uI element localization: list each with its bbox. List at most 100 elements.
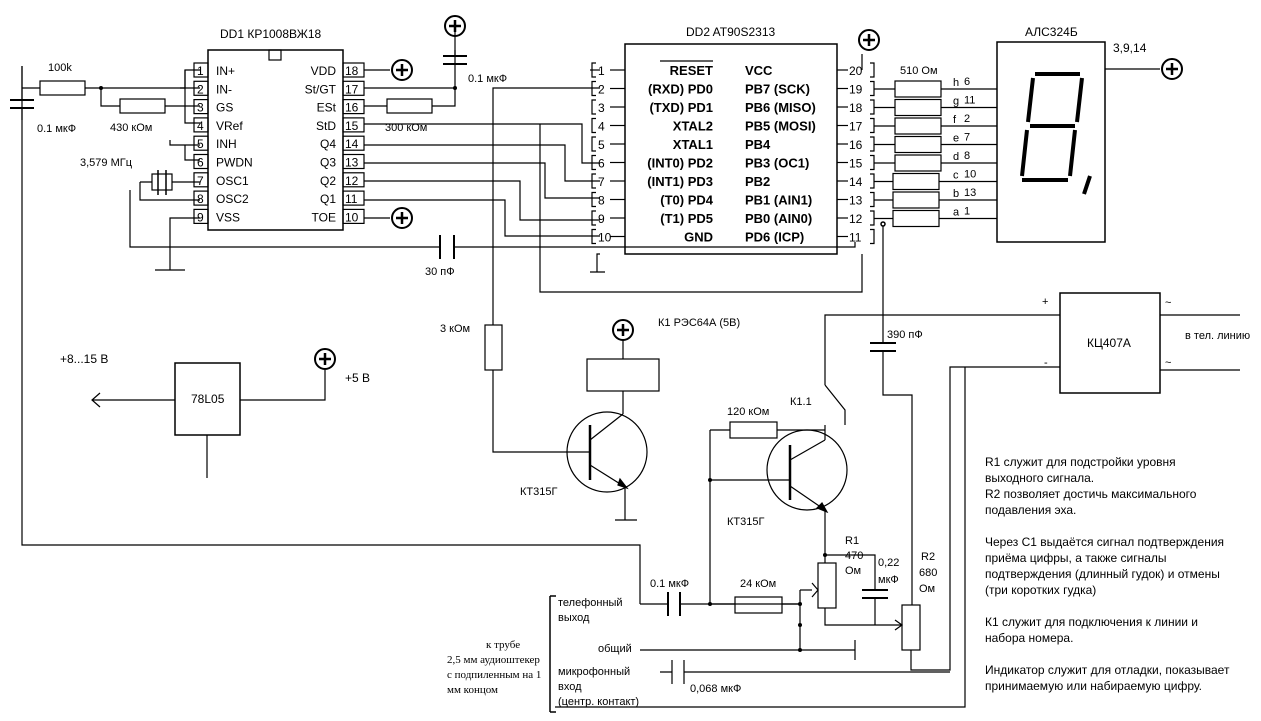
r1-value: 470 bbox=[845, 550, 863, 562]
plug-2: 2,5 мм аудиоштекер bbox=[447, 654, 540, 666]
segment-pin: 11 bbox=[964, 95, 975, 107]
dd2-title: DD2 AT90S2313 bbox=[686, 25, 775, 39]
plus-supply-icon bbox=[858, 29, 880, 51]
note-line: R2 позволяет достичь максимального bbox=[985, 487, 1197, 501]
segment-resistor bbox=[892, 209, 940, 228]
dd2-pin-bracket bbox=[870, 191, 875, 208]
segment-resistor bbox=[894, 154, 942, 172]
dd2-pin-number: 17 bbox=[849, 120, 863, 134]
segment-pin: 8 bbox=[964, 150, 970, 162]
dd2-pin-bracket bbox=[870, 154, 875, 171]
dd2-pin-number: 3 bbox=[598, 101, 605, 115]
segment-name: d bbox=[953, 151, 959, 163]
dd2-pin-bracket bbox=[870, 136, 875, 152]
plus-supply-icon bbox=[314, 348, 336, 370]
dd1-pin-name: IN- bbox=[216, 82, 232, 96]
k1-1-label: К1.1 bbox=[790, 396, 812, 408]
c-0068-label: 0,068 мкФ bbox=[690, 683, 741, 695]
segment-pin: 6 bbox=[964, 76, 970, 88]
dd2-pin-name: (RXD) PD0 bbox=[648, 82, 713, 97]
segment-name: c bbox=[953, 170, 959, 182]
dd1-pin-name: VSS bbox=[216, 210, 240, 224]
plus-symbols bbox=[314, 15, 1183, 370]
dd2-pin-name: (TXD) PD1 bbox=[649, 100, 713, 115]
plug-4: мм концом bbox=[447, 684, 498, 696]
dd2-pin-name: PB6 (MISO) bbox=[745, 100, 816, 115]
dd1-pin-name: GS bbox=[216, 101, 233, 115]
dd2-pin-name: PB7 (SCK) bbox=[745, 82, 810, 97]
tel-out-2: выход bbox=[558, 612, 590, 624]
tel-out-1: телефонный bbox=[558, 597, 623, 609]
dd1-pin-number: 14 bbox=[345, 137, 359, 151]
plus5-label: +5 В bbox=[345, 371, 370, 385]
dd1-pin-name: OSC1 bbox=[216, 174, 249, 188]
dd1-pin-number: 15 bbox=[345, 119, 359, 133]
display-pins-label: 3,9,14 bbox=[1113, 41, 1147, 55]
dd1-pin-name: St/GT bbox=[305, 82, 337, 96]
segment-name: b bbox=[953, 188, 959, 200]
resistor-array-label: 510 Ом bbox=[900, 65, 938, 77]
dd1-pin-number: 18 bbox=[345, 64, 359, 78]
dd1-pin-number: 2 bbox=[197, 82, 204, 96]
dd1-pin-name: Q2 bbox=[320, 174, 336, 188]
segment-digit bbox=[1020, 72, 1084, 182]
dd2-pin-number: 8 bbox=[598, 194, 605, 208]
r-430k bbox=[119, 98, 166, 114]
note-line: принимаемую или набираемую цифру. bbox=[985, 679, 1202, 693]
c-0-1-top-label: 0.1 мкФ bbox=[468, 73, 507, 85]
relay-circuit: 3 кОм К1 РЭС64А (5В) КТ315Г bbox=[440, 317, 740, 521]
notes-block: R1 служит для подстройки уровнявыходного… bbox=[985, 455, 1230, 693]
dd1-pin-box bbox=[193, 172, 209, 188]
segment-resistor bbox=[894, 135, 942, 154]
dd1-pin-name: PWDN bbox=[216, 156, 253, 170]
plus-supply-icon bbox=[391, 59, 413, 81]
r-120k bbox=[729, 421, 778, 439]
dd2-pin-name: PB5 (MOSI) bbox=[745, 119, 816, 134]
r-100k-label: 100k bbox=[48, 62, 72, 74]
dd2-pin-number: 18 bbox=[849, 101, 863, 115]
note-line: подтверждения (длинный гудок) и отмены bbox=[985, 567, 1220, 581]
dd1-pin-name: VRef bbox=[216, 119, 243, 133]
dd2-pin-bracket bbox=[591, 99, 596, 115]
segment-pin: 10 bbox=[964, 169, 976, 181]
line-label: в тел. линию bbox=[1185, 330, 1250, 342]
dd1-pin-number: 6 bbox=[197, 156, 204, 170]
relay-label: К1 РЭС64А (5В) bbox=[658, 317, 740, 329]
segment-pin: 2 bbox=[964, 113, 970, 125]
dd2-pin-bracket bbox=[870, 173, 875, 189]
dd1-pin-number: 7 bbox=[197, 174, 204, 188]
dd2-pin-number: 12 bbox=[849, 212, 863, 226]
dd2-pin-name: XTAL1 bbox=[673, 137, 713, 152]
r-3k bbox=[484, 324, 503, 371]
dd1-pin-name: INH bbox=[216, 137, 237, 151]
dd2-pin-bracket bbox=[870, 80, 875, 97]
dd1-pin-box bbox=[193, 135, 209, 151]
dd2-pin-number: 5 bbox=[598, 138, 605, 152]
dd2-pin-number: 1 bbox=[598, 64, 605, 78]
segment-resistor bbox=[894, 98, 942, 117]
segment-name: e bbox=[953, 133, 959, 145]
regulator-circuit: 78L05 +8...15 В +5 В bbox=[60, 352, 370, 478]
r-120k-label: 120 кОм bbox=[727, 406, 769, 418]
t2-label: КТ315Г bbox=[727, 516, 764, 528]
relay-coil bbox=[586, 358, 660, 392]
dd1-pin-box bbox=[193, 153, 209, 170]
dd1-pin-number: 5 bbox=[197, 137, 204, 151]
dd2-pin-name: RESET bbox=[670, 63, 713, 78]
bridge-ac-1: ~ bbox=[1165, 297, 1171, 309]
dd2-pin-number: 13 bbox=[849, 194, 863, 208]
dd2-pin-number: 4 bbox=[598, 120, 605, 134]
dd2-wiring: 390 пФ bbox=[861, 54, 923, 605]
dd1-title: DD1 КР1008ВЖ18 bbox=[220, 27, 322, 41]
segment-dp bbox=[1082, 175, 1092, 195]
r-300k bbox=[386, 98, 433, 114]
dd1-pin-name: Q3 bbox=[320, 156, 336, 170]
r-3k-label: 3 кОм bbox=[440, 323, 470, 335]
dd1-pin-name: TOE bbox=[312, 210, 336, 224]
supply-label: +8...15 В bbox=[60, 352, 108, 366]
c-022-value: 0,22 bbox=[878, 557, 899, 569]
c-022-unit: мкФ bbox=[878, 574, 899, 586]
mic-in-2: вход bbox=[558, 681, 582, 693]
